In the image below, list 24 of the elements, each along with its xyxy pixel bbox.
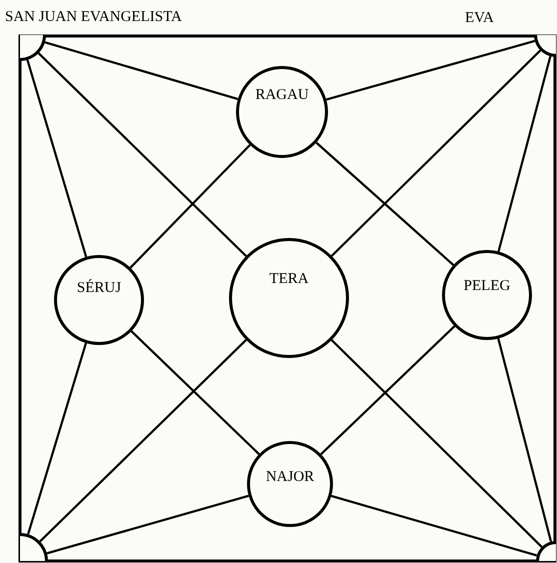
connector-line <box>27 342 88 535</box>
connector-line <box>130 144 251 269</box>
node-label: TERA <box>268 271 310 288</box>
corner-circle <box>536 541 556 561</box>
connector-line <box>497 338 552 542</box>
node-label: RAGAU <box>254 87 310 104</box>
connector-line <box>330 339 543 548</box>
connector-line <box>44 41 238 100</box>
connector-line <box>316 142 454 266</box>
connector-line <box>330 50 542 257</box>
connector-line <box>26 60 88 258</box>
connector-line <box>130 330 260 455</box>
connector-line <box>39 339 247 542</box>
connector-line <box>320 325 456 456</box>
connector-line <box>46 494 249 554</box>
connector-line <box>326 40 536 101</box>
node-label: SÉRUJ <box>76 280 122 297</box>
connector-line <box>38 52 247 257</box>
corner-title: EVA <box>465 10 494 27</box>
connector-line <box>331 494 538 556</box>
node-label: NAJOR <box>264 469 316 486</box>
corner-title: SAN JUAN EVANGELISTA <box>5 9 182 26</box>
node-label: PELEG <box>462 278 512 295</box>
connector-line <box>497 56 552 252</box>
